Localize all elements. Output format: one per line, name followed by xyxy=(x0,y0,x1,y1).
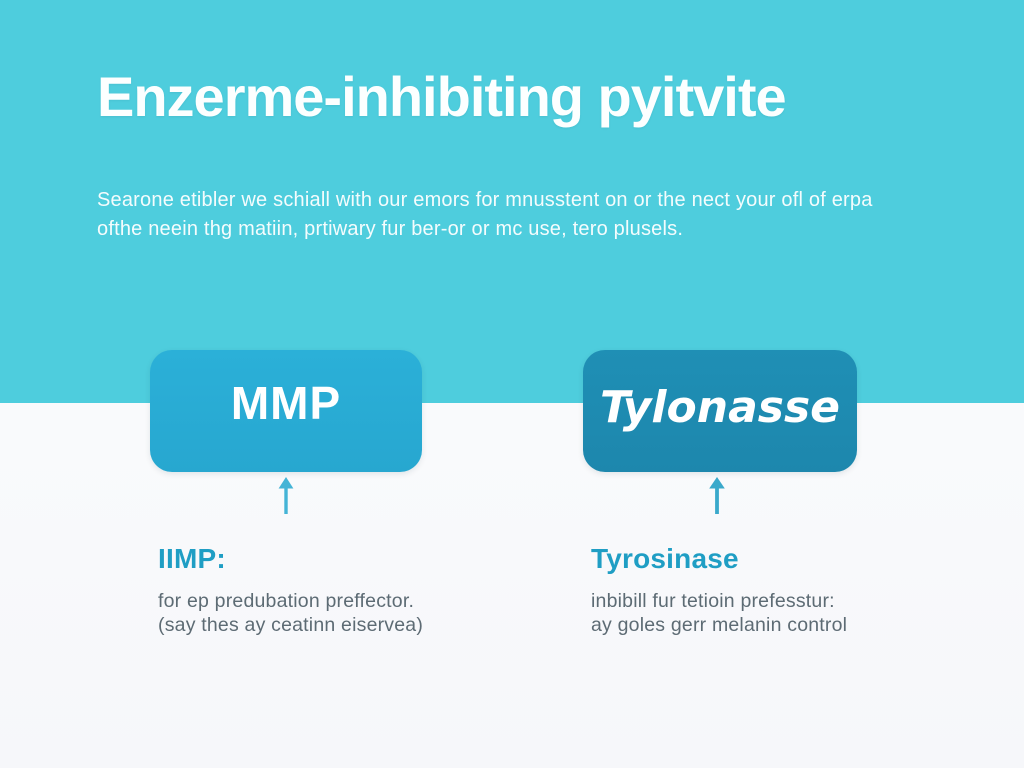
label-block-mmp: IIMP: for ep predubation preffector. (sa… xyxy=(158,543,488,637)
subtitle-line-2: ofthe neein thg matiin, prtiwary fur ber… xyxy=(97,218,684,240)
label-description-mmp: for ep predubation preffector. (say thes… xyxy=(158,589,488,637)
enzyme-box-tylonasse: Tylonasse xyxy=(583,350,857,472)
label-description-tyrosinase: inbibill fur tetioin prefesstur: ay gole… xyxy=(591,589,921,637)
enzyme-box-tylonasse-label: Tylonasse xyxy=(600,381,840,433)
subtitle: Searone etibler we schiall with our emor… xyxy=(97,186,927,244)
enzyme-box-mmp-label: MMP xyxy=(230,377,342,429)
label-description-tyrosinase-line-2: ay goles gerr melanin control xyxy=(591,614,848,636)
label-heading-tyrosinase: Tyrosinase xyxy=(591,543,739,574)
page-title: Enzerme-inhibiting pyitvite xyxy=(97,65,787,128)
up-arrow-icon xyxy=(274,476,298,516)
label-block-tyrosinase: Tyrosinase inbibill fur tetioin prefesst… xyxy=(591,543,921,637)
subtitle-line-1: Searone etibler we schiall with our emor… xyxy=(97,189,873,211)
label-description-tyrosinase-line-1: inbibill fur tetioin prefesstur: xyxy=(591,590,835,612)
label-heading-iimp: IIMP: xyxy=(158,543,226,574)
header-section: Enzerme-inhibiting pyitvite Searone etib… xyxy=(0,0,1024,403)
up-arrow-icon xyxy=(705,476,729,516)
label-description-mmp-line-2: (say thes ay ceatinn eiservea) xyxy=(158,614,424,636)
label-description-mmp-line-1: for ep predubation preffector. xyxy=(158,590,415,612)
enzyme-box-mmp: MMP xyxy=(150,350,422,472)
